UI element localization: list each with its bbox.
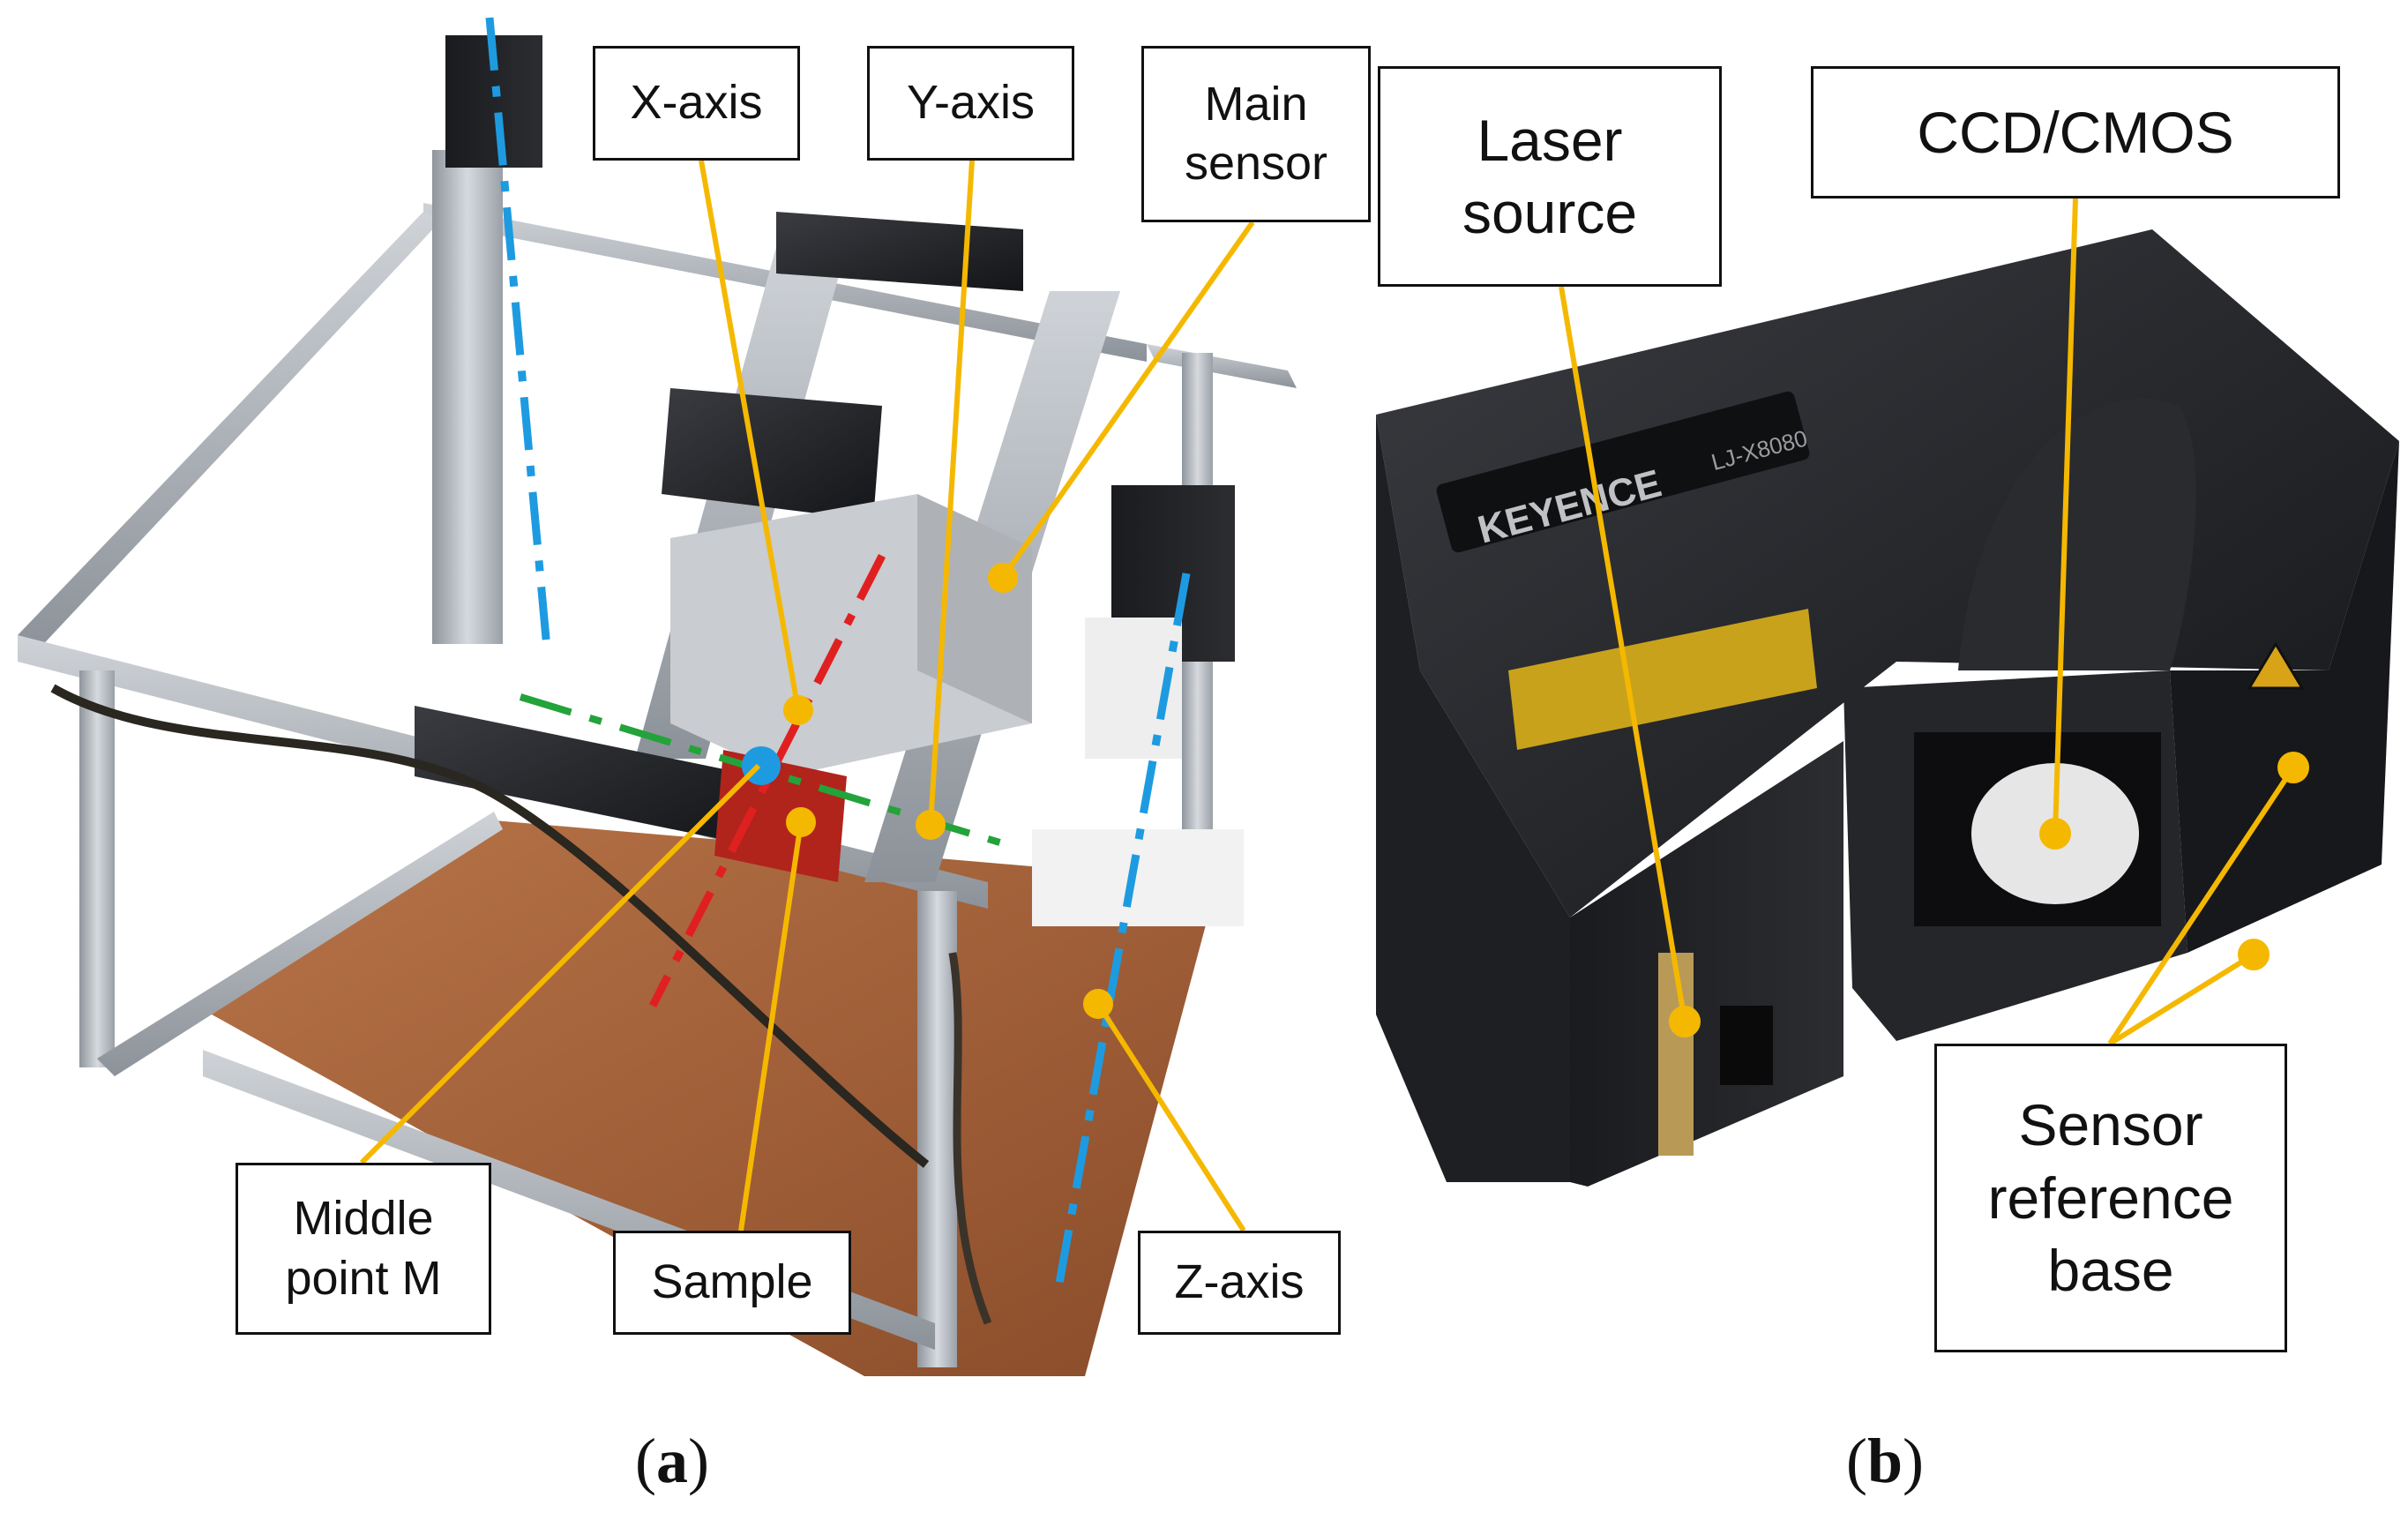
brand-plate [1436,391,1810,553]
sensor-dome [1958,398,2196,670]
post-front-right [917,891,957,1367]
pointer-main-sensor-dot [988,563,1018,593]
caption-b-open: ( [1846,1426,1867,1496]
caption-a-open: ( [635,1426,656,1496]
pointer-laser [1559,286,1687,1022]
sensor-right-side [2170,441,2399,953]
label-y-axis: Y-axis [867,46,1074,161]
pointer-ref-1-dot [2277,752,2309,783]
z-column-left [432,150,503,644]
z-axis-line [485,17,551,649]
gantry-photo [18,17,1297,1376]
pointer-x-axis-dot [783,695,813,725]
x-axis-line [648,553,886,1008]
pointer-main-sensor [1000,221,1255,580]
label-x-axis-text: X-axis [630,76,763,130]
pointer-lines [359,160,1255,1232]
pointer-laser-dot [1669,1006,1701,1037]
laser-warning-icon [2247,641,2305,690]
x-carriage [415,706,759,847]
pointer-ccd [2053,198,2078,835]
cable-bundle [50,684,930,1168]
pointer-z-axis [1096,1002,1246,1232]
pointer-ccd-dot [2039,818,2071,850]
label-laser-source: Laser source [1378,66,1722,287]
frame-top-right [1147,344,1297,388]
caption-b-close: ) [1903,1426,1925,1496]
pointer-ref-2-dot [2238,939,2270,970]
mid-carriage [662,388,882,520]
label-middle-point-line1: Middle [293,1192,434,1245]
post-front-left [79,670,115,1067]
label-x-axis: X-axis [593,46,800,161]
label-laser-source-line1: Laser [1477,107,1623,173]
frame-top-left [18,212,441,653]
label-middle-point-line2: point M [285,1251,442,1305]
label-laser-source-line2: source [1462,180,1638,245]
label-main-sensor: Main sensor [1141,46,1371,222]
sensor-front-right [1570,741,1843,1187]
cable-bundle-2 [948,952,992,1325]
sensor-photo: KEYENCE LJ-X8080 [1376,198,2399,1187]
caption-a-letter: a [655,1426,688,1496]
pointer-z-axis-dot [1083,989,1113,1019]
pointer-sample [738,821,804,1232]
z-axis-line-right [1054,573,1191,1289]
caption-a-close: ) [687,1426,709,1496]
pointer-ref-2 [2108,952,2255,1046]
frame-bottom-left [97,812,503,1076]
label-main-sensor-line2: sensor [1184,137,1328,190]
pointer-x-axis [699,160,801,711]
pointer-sample-dot [786,807,816,837]
label-sensor-reference-base: Sensor reference base [1934,1044,2287,1352]
caption-b-letter: b [1866,1426,1903,1496]
label-y-axis-text: Y-axis [906,76,1036,130]
pointer-y-axis-dot [916,810,946,840]
label-sample-text: Sample [651,1255,813,1309]
label-ref-line1: Sensor [2018,1092,2203,1158]
label-middle-point: Middle point M [236,1163,491,1335]
label-main-sensor-line1: Main [1204,77,1308,131]
laser-window [1658,953,1694,1156]
label-z-axis: Z-axis [1138,1231,1341,1335]
label-ccd-cmos: CCD/CMOS [1811,66,2340,198]
z-bracket [1032,829,1244,926]
pointer-middle-point [359,763,761,1165]
label-ref-line3: base [2047,1238,2174,1304]
warning-label [1508,609,1817,750]
caption-a: (a) [635,1425,709,1498]
sensor-front-left [1376,415,1570,1182]
label-sample: Sample [613,1231,851,1335]
label-ccd-cmos-text: CCD/CMOS [1917,99,2234,165]
caption-b: (b) [1846,1425,1924,1498]
sample-part [714,750,847,882]
laser-slot [1720,1006,1773,1085]
pointer-ref-1 [2107,766,2296,1045]
pointer-y-axis [928,160,975,826]
top-carriage [776,212,1023,291]
label-ref-line2: reference [1987,1164,2234,1231]
label-z-axis-text: Z-axis [1174,1255,1305,1309]
pointer-lines-b [1559,198,2309,1046]
